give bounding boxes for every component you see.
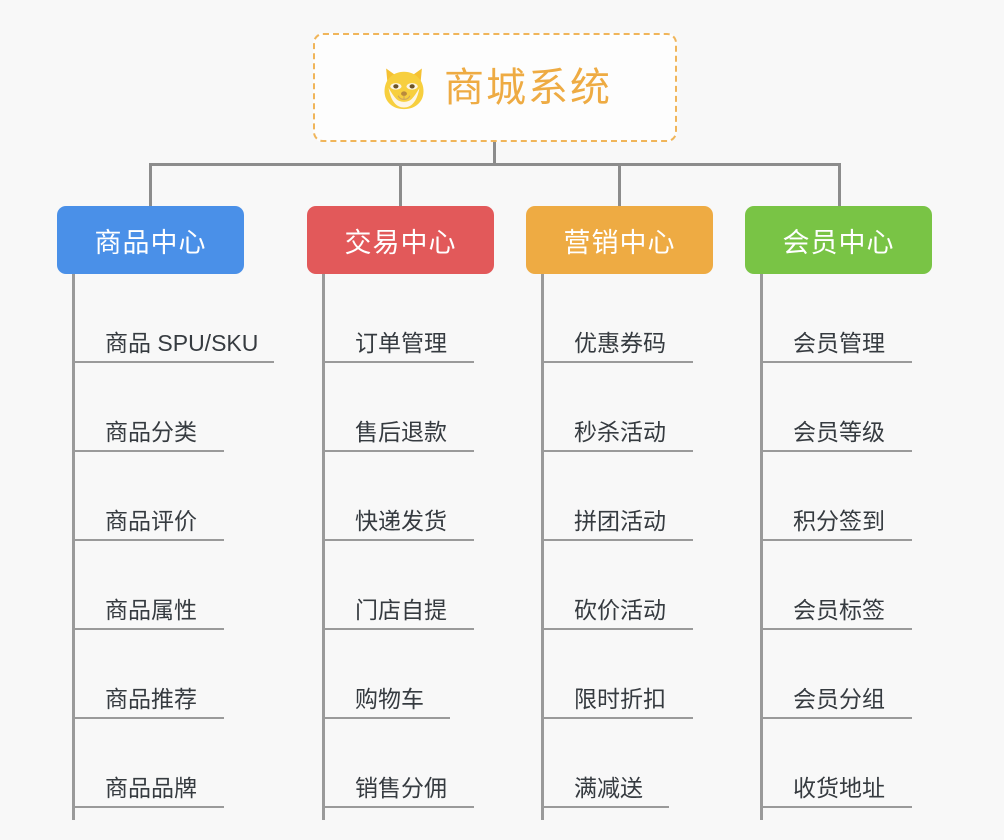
leaf-underline xyxy=(72,628,224,630)
list-item[interactable]: 购物车 xyxy=(322,630,522,719)
list-item[interactable]: 门店自提 xyxy=(322,541,522,630)
leaf-label: 积分签到 xyxy=(793,507,885,534)
leaf-underline xyxy=(72,717,224,719)
leaf-underline xyxy=(322,361,474,363)
leaf-underline xyxy=(72,806,224,808)
leaf-list-1: 商品 SPU/SKU 商品分类 商品评价 商品属性 商品推荐 商品品牌 xyxy=(72,274,274,808)
leaf-label: 会员等级 xyxy=(793,418,885,445)
leaf-label: 快递发货 xyxy=(355,507,447,534)
branch-spine-4 xyxy=(760,274,763,820)
leaf-label: 拼团活动 xyxy=(574,507,666,534)
list-item[interactable]: 满减送 xyxy=(541,719,741,808)
list-item[interactable]: 商品品牌 xyxy=(72,719,272,808)
leaf-label: 订单管理 xyxy=(355,329,447,356)
list-item[interactable]: 商品评价 xyxy=(72,452,272,541)
list-item[interactable]: 秒杀活动 xyxy=(541,363,741,452)
leaf-underline xyxy=(541,717,693,719)
list-item[interactable]: 会员标签 xyxy=(760,541,960,630)
leaf-label: 售后退款 xyxy=(355,418,447,445)
leaf-label: 商品评价 xyxy=(105,507,197,534)
leaf-label: 销售分佣 xyxy=(355,774,447,801)
leaf-label: 秒杀活动 xyxy=(574,418,666,445)
leaf-underline xyxy=(72,539,224,541)
list-item[interactable]: 销售分佣 xyxy=(322,719,522,808)
leaf-label: 商品属性 xyxy=(105,596,197,623)
root-title: 商城系统 xyxy=(444,65,612,110)
leaf-label: 会员分组 xyxy=(793,685,885,712)
branch-header-4[interactable]: 会员中心 xyxy=(745,206,932,274)
leaf-underline xyxy=(72,361,274,363)
leaf-label: 收货地址 xyxy=(793,774,885,801)
leaf-underline xyxy=(541,539,693,541)
connector-drop-4 xyxy=(838,163,841,208)
leaf-underline xyxy=(760,806,912,808)
connector-trunk-bar xyxy=(150,163,841,166)
connector-drop-2 xyxy=(399,163,402,208)
leaf-label: 会员管理 xyxy=(793,329,885,356)
leaf-underline xyxy=(541,628,693,630)
leaf-underline xyxy=(322,717,450,719)
leaf-label: 优惠券码 xyxy=(574,329,666,356)
leaf-label: 商品分类 xyxy=(105,418,197,445)
branch-header-3[interactable]: 营销中心 xyxy=(526,206,713,274)
leaf-underline xyxy=(322,628,474,630)
leaf-label: 门店自提 xyxy=(355,596,447,623)
list-item[interactable]: 商品推荐 xyxy=(72,630,272,719)
list-item[interactable]: 会员管理 xyxy=(760,274,960,363)
branch-column-3: 营销中心 优惠券码 秒杀活动 拼团活动 砍价活动 限时折扣 xyxy=(526,206,713,820)
leaf-underline xyxy=(541,806,669,808)
branch-column-4: 会员中心 会员管理 会员等级 积分签到 会员标签 会员分组 xyxy=(745,206,932,820)
leaf-underline xyxy=(541,361,693,363)
branch-header-1[interactable]: 商品中心 xyxy=(57,206,244,274)
root-node[interactable]: 商城系统 xyxy=(313,33,677,142)
leaf-label: 商品 SPU/SKU xyxy=(105,329,259,356)
list-item[interactable]: 订单管理 xyxy=(322,274,522,363)
leaf-underline xyxy=(760,361,912,363)
leaf-underline xyxy=(541,450,693,452)
list-item[interactable]: 收货地址 xyxy=(760,719,960,808)
leaf-list-3: 优惠券码 秒杀活动 拼团活动 砍价活动 限时折扣 满减送 xyxy=(541,274,741,808)
connector-root-stem xyxy=(493,142,496,165)
list-item[interactable]: 优惠券码 xyxy=(541,274,741,363)
leaf-label: 满减送 xyxy=(574,774,643,801)
list-item[interactable]: 限时折扣 xyxy=(541,630,741,719)
leaf-underline xyxy=(322,450,474,452)
list-item[interactable]: 会员分组 xyxy=(760,630,960,719)
connector-drop-1 xyxy=(149,163,152,208)
leaf-label: 商品品牌 xyxy=(105,774,197,801)
branch-header-2[interactable]: 交易中心 xyxy=(307,206,494,274)
shiba-dog-face-icon xyxy=(384,68,424,109)
leaf-underline xyxy=(322,539,474,541)
list-item[interactable]: 砍价活动 xyxy=(541,541,741,630)
branch-column-1: 商品中心 商品 SPU/SKU 商品分类 商品评价 商品属性 商品推荐 xyxy=(57,206,274,820)
leaf-underline xyxy=(760,717,912,719)
connector-drop-3 xyxy=(618,163,621,208)
leaf-underline xyxy=(760,539,912,541)
leaf-underline xyxy=(760,628,912,630)
branch-column-2: 交易中心 订单管理 售后退款 快递发货 门店自提 购物车 xyxy=(307,206,494,820)
list-item[interactable]: 积分签到 xyxy=(760,452,960,541)
leaf-list-2: 订单管理 售后退款 快递发货 门店自提 购物车 销售分佣 xyxy=(322,274,522,808)
leaf-underline xyxy=(72,450,224,452)
leaf-label: 限时折扣 xyxy=(574,685,666,712)
list-item[interactable]: 商品 SPU/SKU xyxy=(72,274,274,363)
leaf-label: 商品推荐 xyxy=(105,685,197,712)
list-item[interactable]: 拼团活动 xyxy=(541,452,741,541)
list-item[interactable]: 商品属性 xyxy=(72,541,272,630)
leaf-label: 砍价活动 xyxy=(574,596,666,623)
leaf-label: 购物车 xyxy=(355,685,424,712)
list-item[interactable]: 快递发货 xyxy=(322,452,522,541)
branch-spine-1 xyxy=(72,274,75,820)
leaf-underline xyxy=(760,450,912,452)
branch-spine-3 xyxy=(541,274,544,820)
leaf-label: 会员标签 xyxy=(793,596,885,623)
leaf-underline xyxy=(322,806,474,808)
list-item[interactable]: 会员等级 xyxy=(760,363,960,452)
list-item[interactable]: 售后退款 xyxy=(322,363,522,452)
leaf-list-4: 会员管理 会员等级 积分签到 会员标签 会员分组 收货地址 xyxy=(760,274,960,808)
list-item[interactable]: 商品分类 xyxy=(72,363,272,452)
branch-spine-2 xyxy=(322,274,325,820)
